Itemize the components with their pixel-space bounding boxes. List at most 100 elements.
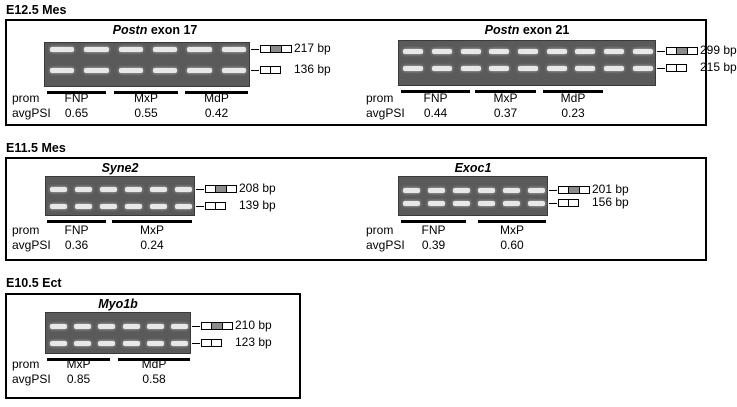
band-size-label: 156 bp [592,195,629,209]
avgpsi-value: 0.58 [142,372,166,386]
gel-image [45,312,191,354]
prom-row-label: prom [12,91,40,105]
avgpsi-row-label: avgPSI [12,372,51,386]
gene-exon-label: exon 17 [147,23,198,37]
gel-band-upper [502,188,521,193]
group-bar [401,90,470,93]
gel-image [45,176,195,216]
band-pointer-line [657,68,665,69]
avgpsi-value: 0.36 [64,238,89,252]
band-pointer-line [196,206,204,207]
gel-band-upper [187,47,212,52]
gel-band-lower [99,204,118,209]
gel-band-upper [146,324,164,329]
gel-band-upper [124,187,143,192]
panel-box-e10-5 [5,293,301,399]
gene-name: Postn [484,23,520,37]
band-size-label: 208 bp [239,181,276,195]
gel-band-upper [427,188,446,193]
group-bar [47,91,106,94]
group-bar [118,358,190,361]
gel-band-upper [452,188,471,193]
section-title-e10-5-ect: E10.5 Ect [6,276,62,290]
gel-band-upper [575,49,596,54]
gel-band-lower [122,341,140,346]
group-label: FNP [64,91,89,105]
gene-title: Myo1b [45,297,191,311]
exon-cartoon-right [215,202,226,210]
gel-image [398,176,548,216]
gel-band-upper [74,187,93,192]
gel-band-lower [517,66,539,71]
gel-band-lower [187,68,212,73]
group-bar [114,91,178,94]
section-title-e11-5-mes: E11.5 Mes [6,141,66,155]
avgpsi-value: 0.55 [134,106,158,120]
gel-band-lower [460,66,481,71]
gel-band-upper [122,324,140,329]
gel-band-lower [118,68,143,73]
group-bar [478,220,546,223]
group-bar [47,220,106,223]
gel-band-upper [221,47,246,52]
gel-band-lower [98,341,116,346]
prom-row-label: prom [366,223,394,237]
group-label: MdP [141,357,167,371]
gel-band-upper [460,49,481,54]
gel-band-upper [98,324,116,329]
gel-band-lower [403,66,424,71]
band-pointer-line [251,70,259,71]
gel-band-lower [50,68,75,73]
group-label: MxP [500,223,524,237]
gel-band-lower [546,66,567,71]
avgpsi-value: 0.60 [500,238,524,252]
gel-band-lower [575,66,596,71]
avgpsi-value: 0.23 [561,106,585,120]
group-bar [47,358,110,361]
exon-cartoon-right [211,339,222,347]
gel-band-upper [149,187,168,192]
avgpsi-value: 0.65 [64,106,89,120]
gel-band-lower [73,341,91,346]
prom-row-label: prom [366,91,394,105]
gel-band-upper [84,47,109,52]
gel-band-lower [49,341,67,346]
avgpsi-row-label: avgPSI [12,106,51,120]
gene-name: Syne2 [101,161,139,175]
exon-cartoon-right [281,45,292,53]
band-size-label: 210 bp [235,318,272,332]
gel-band-lower [402,201,421,206]
group-bar [543,90,603,93]
gene-name: Exoc1 [454,161,492,175]
gel-band-lower [74,204,93,209]
avgpsi-value: 0.85 [66,372,91,386]
gel-image [398,40,656,86]
avgpsi-value: 0.37 [493,106,518,120]
band-pointer-line [192,326,200,327]
band-size-label: 299 bp [700,43,737,57]
prom-row-label: prom [12,223,40,237]
band-size-label: 123 bp [235,335,272,349]
exon-cartoon-right [222,322,233,330]
gel-image [44,42,250,87]
group-bar [112,220,192,223]
avgpsi-value: 0.42 [204,106,229,120]
gel-band-lower [603,66,625,71]
band-pointer-line [196,189,204,190]
panel-box-e12-5 [5,19,707,126]
gel-band-upper [603,49,625,54]
gel-band-lower [221,68,246,73]
band-pointer-line [549,190,557,191]
gel-band-lower [171,341,189,346]
band-pointer-line [192,343,200,344]
group-label: MxP [140,223,164,237]
gel-band-lower [452,201,471,206]
exon-cartoon-right [579,186,590,194]
group-label: FNP [421,223,446,237]
gel-band-upper [50,47,75,52]
section-title-e12-5-mes: E12.5 Mes [6,3,67,17]
avgpsi-value: 0.24 [140,238,164,252]
gel-band-lower [632,66,653,71]
exon-cartoon-right [568,199,579,207]
gel-band-upper [99,187,118,192]
